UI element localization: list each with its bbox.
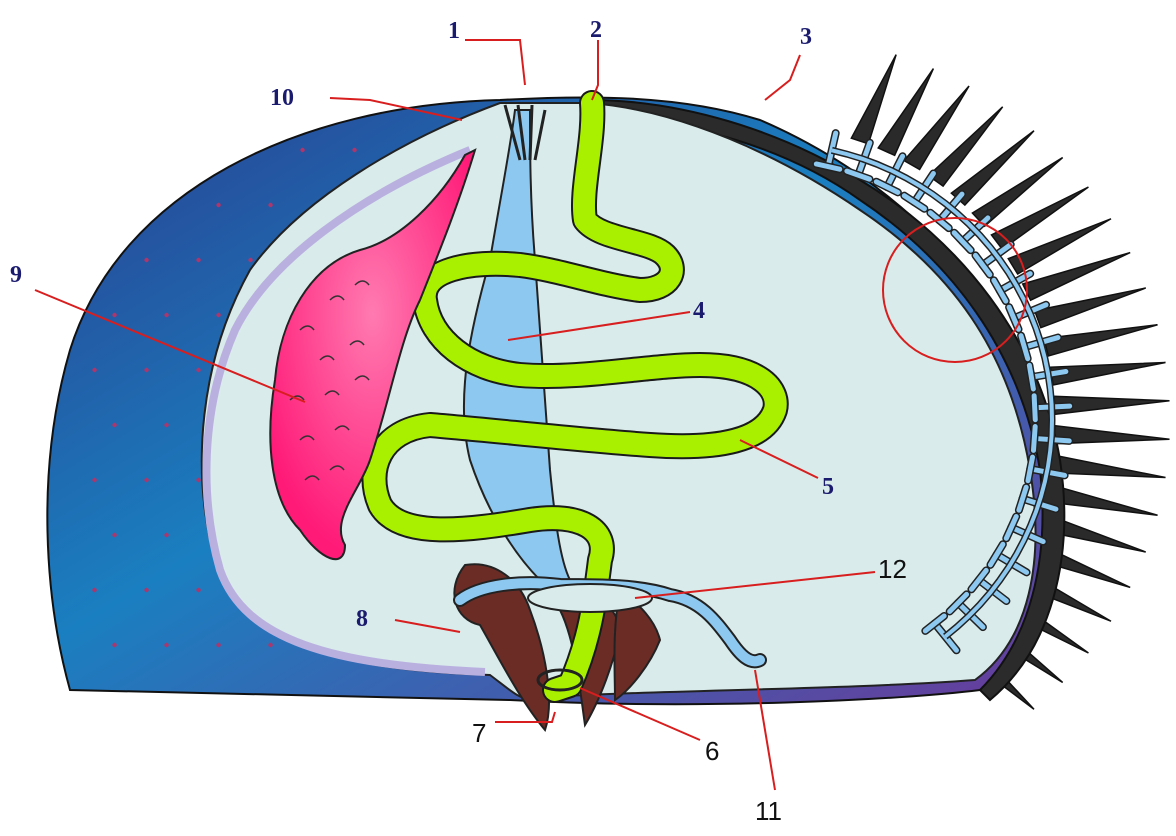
label-3: 3 xyxy=(800,24,812,50)
shell-dot xyxy=(196,588,200,592)
shell-dot xyxy=(144,258,148,262)
ampulla xyxy=(1033,426,1035,450)
shell-dot xyxy=(300,148,304,152)
shell-dot xyxy=(196,368,200,372)
label-10: 10 xyxy=(270,85,294,111)
label-8: 8 xyxy=(356,606,368,632)
shell-dot xyxy=(352,148,356,152)
shell-dot xyxy=(196,258,200,262)
shell-dot xyxy=(144,368,148,372)
spine xyxy=(1035,288,1146,328)
label-7: 7 xyxy=(472,718,486,748)
shell-dot xyxy=(112,643,116,647)
spine xyxy=(1044,325,1158,356)
shell-dot xyxy=(268,203,272,207)
shell-dot xyxy=(92,368,96,372)
shell-dot xyxy=(164,423,168,427)
shell-dot xyxy=(164,643,168,647)
label-5: 5 xyxy=(822,474,834,500)
shell-dot xyxy=(216,313,220,317)
shell-dot xyxy=(196,478,200,482)
shell-dot xyxy=(112,423,116,427)
spine xyxy=(851,55,896,144)
label-12: 12 xyxy=(878,554,907,584)
shell-dot xyxy=(268,643,272,647)
shell-dot xyxy=(92,478,96,482)
shell-dot xyxy=(248,258,252,262)
label-2: 2 xyxy=(590,17,602,43)
shell-dot xyxy=(164,533,168,537)
shell-dot xyxy=(112,533,116,537)
label-11: 11 xyxy=(755,796,782,826)
label-9: 9 xyxy=(10,262,22,288)
shell-dot xyxy=(92,588,96,592)
ring-canal-loop xyxy=(528,584,652,612)
shell-dot xyxy=(164,313,168,317)
label-1: 1 xyxy=(448,18,460,44)
ampulla xyxy=(1034,396,1035,420)
shell-dot xyxy=(216,203,220,207)
shell-dot xyxy=(112,313,116,317)
label-4: 4 xyxy=(693,298,705,324)
label-6: 6 xyxy=(705,736,719,766)
shell-dot xyxy=(216,643,220,647)
shell-dot xyxy=(144,478,148,482)
shell-dot xyxy=(144,588,148,592)
